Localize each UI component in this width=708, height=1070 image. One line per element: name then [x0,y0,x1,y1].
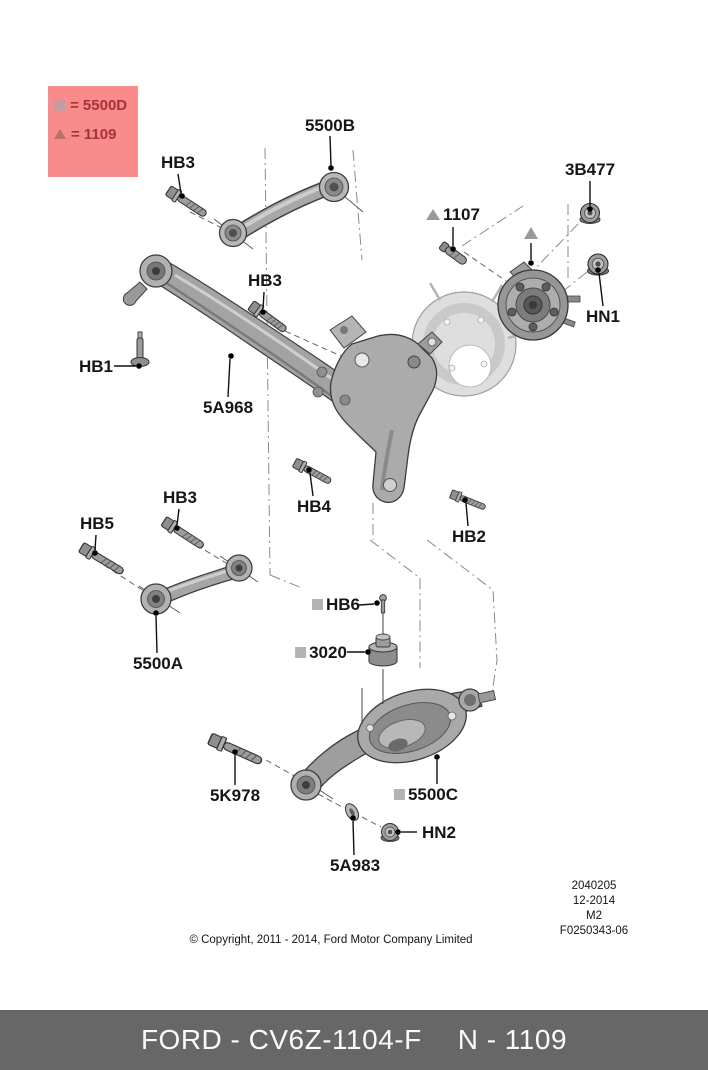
part-label-hb6: HB6 [311,596,360,613]
bushing-3020 [368,633,398,667]
part-label-hn2: HN2 [421,823,457,842]
upper-control-arm [218,171,350,248]
part-label-5500c: 5500C [393,786,458,803]
legend-label: = 5500D [70,96,128,114]
leader-lines [94,135,604,856]
part-label-5a983: 5A983 [329,856,381,875]
legend-row-1109: = 1109 [54,123,138,145]
square-marker-icon [295,647,307,658]
bolt-hb6 [379,594,387,614]
footer-catalog-note: N - 1109 [457,1024,568,1055]
square-marker-icon [54,99,65,111]
legend-row-5500d: = 5500D [54,94,138,116]
footer-bar: FORD - CV6Z-1104-F N - 1109 [0,1010,708,1070]
triangle-marker-hub [524,227,538,239]
revision-line: 2040205 [571,880,617,892]
part-label-5500a: 5500A [132,654,184,673]
square-marker-icon [393,789,405,800]
knuckle [312,315,443,504]
part-label-hb2: HB2 [451,527,487,546]
part-label-5a968: 5A968 [202,398,254,417]
wheel-hub [497,261,581,341]
part-label-hb5: HB5 [79,514,115,533]
bolt-hb5 [77,541,127,579]
washer-5a983 [344,803,360,821]
part-label-hb3-lower: HB3 [162,488,198,507]
copyright-line: © Copyright, 2011 - 2014, Ford Motor Com… [189,934,473,946]
footer-part-code: FORD - CV6Z-1104-F [140,1024,422,1055]
stud-1107 [438,241,467,265]
revision-block: 2040205 12-2014 M2 F0250343-06 [560,879,628,939]
part-label-hn1: HN1 [585,307,621,326]
part-label-hb3-upper: HB3 [160,153,196,172]
part-label-hb3-mid: HB3 [247,271,283,290]
square-marker-icon [311,599,323,610]
part-label-hb1: HB1 [78,357,114,376]
lower-rear-arm [290,688,497,801]
lower-front-arm [140,554,253,615]
part-label-hb4: HB4 [296,497,332,516]
revision-line: F0250343-06 [559,925,629,937]
revision-line: 12-2014 [572,895,616,907]
part-label-5k978: 5K978 [209,786,261,805]
bolt-hb2 [448,488,488,513]
part-label-3020: 3020 [295,644,347,661]
part-label-5500b: 5500B [304,116,356,135]
dash-dot-guides [264,147,588,701]
triangle-marker-icon [54,129,66,139]
legend-box: = 5500D = 1109 [48,86,138,177]
leader-dots [92,165,601,835]
revision-line: M2 [586,910,602,922]
part-label-1107: 1107 [426,206,480,223]
part-label-3b477: 3B477 [564,160,616,179]
legend-label: = 1109 [71,125,117,143]
bolt-hb3-upper [164,184,210,221]
bolt-hb3-lower [159,515,207,553]
stud-hb1 [130,331,150,367]
triangle-marker-icon [426,209,441,220]
bolt-hb4 [291,456,334,488]
suspension-exploded-diagram [77,135,610,856]
